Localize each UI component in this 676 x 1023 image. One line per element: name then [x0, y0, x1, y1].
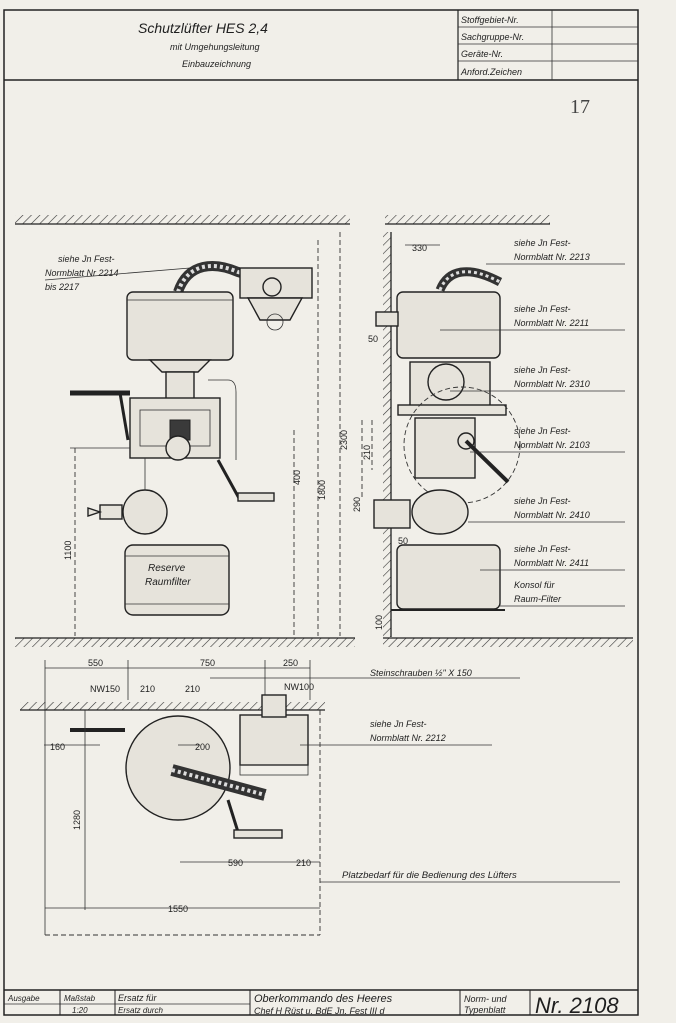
svg-text:Normblatt Nr. 2211: Normblatt Nr. 2211: [514, 318, 589, 328]
dim-400: 400: [292, 470, 302, 485]
callout-2410: siehe Jn Fest- Normblatt Nr. 2410: [468, 496, 625, 523]
svg-text:siehe Jn Fest-: siehe Jn Fest-: [514, 238, 571, 248]
callout-2214-line3: bis 2217: [45, 282, 80, 292]
svg-text:Normblatt Nr. 2103: Normblatt Nr. 2103: [514, 440, 590, 450]
svg-text:Normblatt Nr. 2410: Normblatt Nr. 2410: [514, 510, 590, 520]
page-number: 17: [570, 96, 590, 118]
svg-text:Normblatt Nr. 2310: Normblatt Nr. 2310: [514, 379, 590, 389]
field-stoffgebiet: Stoffgebiet-Nr.: [461, 15, 519, 25]
dim-nw150: NW150: [90, 684, 120, 694]
svg-text:siehe Jn Fest-: siehe Jn Fest-: [514, 544, 571, 554]
dim-100: 100: [374, 615, 384, 630]
plan-view: 550 750 250 NW150 210 210 NW100 Steinsch…: [20, 658, 620, 936]
field-geraete: Geräte-Nr.: [461, 49, 503, 59]
dim-250: 250: [283, 658, 298, 668]
dim-590: 590: [228, 858, 243, 868]
dim-200: 200: [195, 742, 210, 752]
callout-2214-line2: Normblatt Nr 2214: [45, 268, 119, 278]
footer-number: Nr. 2108: [535, 993, 619, 1018]
callout-2211: siehe Jn Fest- Normblatt Nr. 2211: [440, 304, 625, 331]
right-elevation: 290 210 100 330 50 50 siehe Jn Fest- Nor…: [352, 215, 633, 647]
field-anford: Anford.Zeichen: [460, 67, 522, 77]
field-sachgruppe: Sachgruppe-Nr.: [461, 32, 524, 42]
dim-210-b: 210: [140, 684, 155, 694]
label-raumfilter: Raumfilter: [145, 577, 191, 588]
footer-ersatz-fuer: Ersatz für: [118, 993, 158, 1003]
svg-text:siehe Jn Fest-: siehe Jn Fest-: [514, 426, 571, 436]
callout-2213: siehe Jn Fest- Normblatt Nr. 2213: [486, 238, 625, 265]
callout-2212-line2: Normblatt Nr. 2212: [370, 733, 446, 743]
svg-text:Konsol für: Konsol für: [514, 580, 556, 590]
svg-text:siehe Jn Fest-: siehe Jn Fest-: [514, 365, 571, 375]
footer-block: Ausgabe Maßstab 1:20 Ersatz für Ersatz d…: [4, 989, 638, 1018]
callout-steinschrauben: Steinschrauben ½" X 150: [370, 668, 472, 678]
svg-text:Normblatt Nr. 2213: Normblatt Nr. 2213: [514, 252, 590, 262]
dim-50-top: 50: [368, 334, 378, 344]
svg-text:siehe Jn Fest-: siehe Jn Fest-: [514, 496, 571, 506]
dim-1100: 1100: [63, 541, 73, 560]
sheet-border: [3, 9, 639, 1016]
dim-290: 290: [352, 497, 362, 512]
dim-50-bottom: 50: [398, 536, 408, 546]
title-main: Schutzlüfter HES 2,4: [138, 20, 268, 36]
footer-norm-line1: Norm- und: [464, 994, 508, 1004]
dim-1280: 1280: [72, 810, 82, 830]
title-sub: mit Umgehungsleitung: [170, 42, 260, 52]
dim-210: 210: [362, 445, 372, 460]
callout-2214-line1: siehe Jn Fest-: [58, 254, 115, 264]
dim-550: 550: [88, 658, 103, 668]
callout-2411: siehe Jn Fest- Normblatt Nr. 2411: [480, 544, 625, 571]
dim-nw100: NW100: [284, 682, 314, 692]
dim-160: 160: [50, 742, 65, 752]
left-elevation: Reserve Raumfilter siehe Jn Fest- Normbl…: [15, 215, 355, 647]
footer-massstab-value: 1:20: [72, 1006, 88, 1015]
dim-210-d: 210: [296, 858, 311, 868]
dim-1550: 1550: [168, 904, 188, 914]
title-drawing-type: Einbauzeichnung: [182, 59, 251, 69]
footer-massstab: Maßstab: [64, 994, 96, 1003]
dim-210-c: 210: [185, 684, 200, 694]
footer-ersatz-durch: Ersatz durch: [118, 1006, 163, 1015]
svg-text:Normblatt Nr. 2411: Normblatt Nr. 2411: [514, 558, 589, 568]
footer-ausgabe: Ausgabe: [7, 994, 40, 1003]
callout-platzbedarf: Platzbedarf für die Bedienung des Lüfter…: [342, 870, 517, 881]
label-reserve: Reserve: [148, 563, 186, 574]
dim-330: 330: [412, 243, 427, 253]
dim-2300: 2300: [339, 430, 349, 450]
dim-1800: 1800: [317, 480, 327, 500]
footer-org-line1: Oberkommando des Heeres: [254, 993, 393, 1005]
footer-norm-line2: Typenblatt: [464, 1005, 506, 1015]
svg-text:siehe Jn Fest-: siehe Jn Fest-: [514, 304, 571, 314]
callout-konsol: Konsol für Raum-Filter: [500, 580, 625, 607]
svg-text:Raum-Filter: Raum-Filter: [514, 594, 562, 604]
callout-2103: siehe Jn Fest- Normblatt Nr. 2103: [470, 426, 625, 453]
callout-2310: siehe Jn Fest- Normblatt Nr. 2310: [450, 365, 625, 392]
footer-org-line2: Chef H Rüst u. BdE Jn. Fest III d: [254, 1006, 386, 1016]
callout-2212-line1: siehe Jn Fest-: [370, 719, 427, 729]
title-block: Schutzlüfter HES 2,4 mit Umgehungsleitun…: [4, 10, 638, 81]
dim-750: 750: [200, 658, 215, 668]
